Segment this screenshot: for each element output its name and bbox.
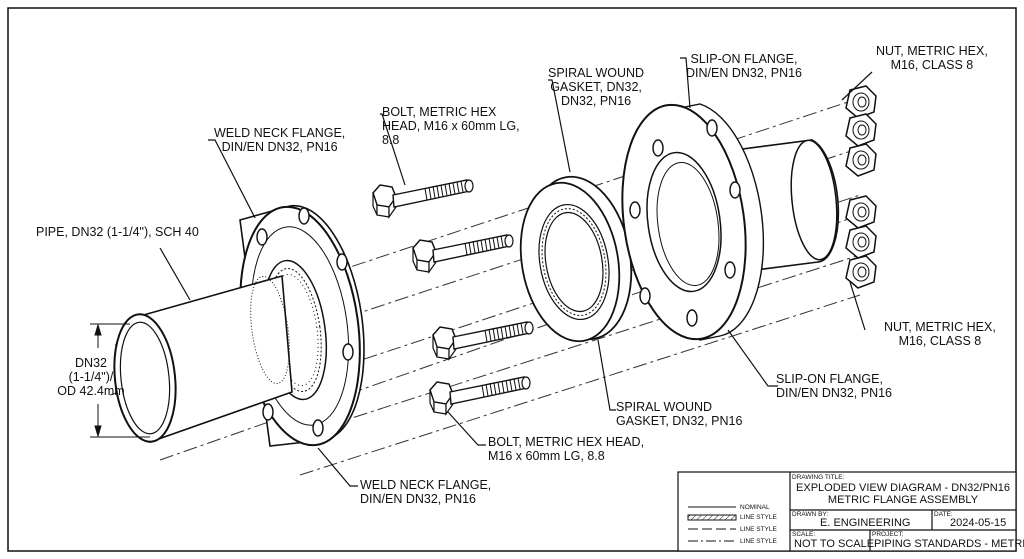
nut-5 xyxy=(845,225,877,259)
label-nut-top: NUT, METRIC HEX,M16, CLASS 8 xyxy=(876,44,988,72)
project-caption: PROJECT: xyxy=(872,531,904,538)
nut-3 xyxy=(845,143,877,177)
nut-1 xyxy=(845,85,877,119)
drawn-by-caption: DRAWN BY: xyxy=(792,511,829,518)
nut-2 xyxy=(845,113,877,147)
leader-lines xyxy=(159,57,873,487)
dimension-line xyxy=(90,323,150,438)
slip-on-bolt-holes xyxy=(629,119,741,327)
scale-caption: SCALE: xyxy=(792,531,816,538)
drawn-by: E. ENGINEERING xyxy=(820,517,911,529)
legend-line-style-1: LINE STYLE xyxy=(740,514,777,521)
slip-on-flange xyxy=(621,103,840,341)
label-nut-bottom: NUT, METRIC HEX,M16, CLASS 8 xyxy=(884,320,996,348)
label-dimension: DN32(1-1/4")/OD 42.4mm xyxy=(57,356,125,398)
project: PIPING STANDARDS - METRIC xyxy=(874,538,1024,550)
label-weld-neck-flange-bottom: WELD NECK FLANGE,DIN/EN DN32, PN16 xyxy=(360,478,492,506)
bolt-1 xyxy=(372,179,474,218)
label-pipe: PIPE, DN32 (1-1/4"), SCH 40 xyxy=(36,225,199,239)
nut-4 xyxy=(845,195,877,229)
date: 2024-05-15 xyxy=(950,517,1007,529)
scale: NOT TO SCALE xyxy=(794,538,875,550)
bolt-4 xyxy=(429,376,531,415)
drawing-border xyxy=(7,7,1017,552)
label-slip-on-flange-bottom: SLIP-ON FLANGE,DIN/EN DN32, PN16 xyxy=(776,372,893,400)
label-bolt-bottom: BOLT, METRIC HEX HEAD,M16 x 60mm LG, 8.8 xyxy=(488,435,645,463)
title-block-frame xyxy=(677,471,1017,552)
date-caption: DATE: xyxy=(934,511,953,518)
legend-line-style-2: LINE STYLE xyxy=(740,526,777,533)
spiral-wound-gasket xyxy=(519,175,633,343)
legend-line-style-3: LINE STYLE xyxy=(740,538,777,545)
label-slip-on-flange-top: SLIP-ON FLANGE,DIN/EN DN32, PN16 xyxy=(686,52,803,80)
bolt-2 xyxy=(412,234,514,273)
line-style-legend xyxy=(687,506,737,542)
drawing-title: EXPLODED VIEW DIAGRAM - DN32/PN16 METRIC… xyxy=(796,482,1010,506)
drawing-title-caption: DRAWING TITLE: xyxy=(792,474,845,481)
legend-nominal: NOMINAL xyxy=(740,504,770,511)
bolt-3 xyxy=(432,321,534,360)
label-weld-neck-flange-top: WELD NECK FLANGE,DIN/EN DN32, PN16 xyxy=(214,126,346,154)
pipe xyxy=(113,274,293,444)
